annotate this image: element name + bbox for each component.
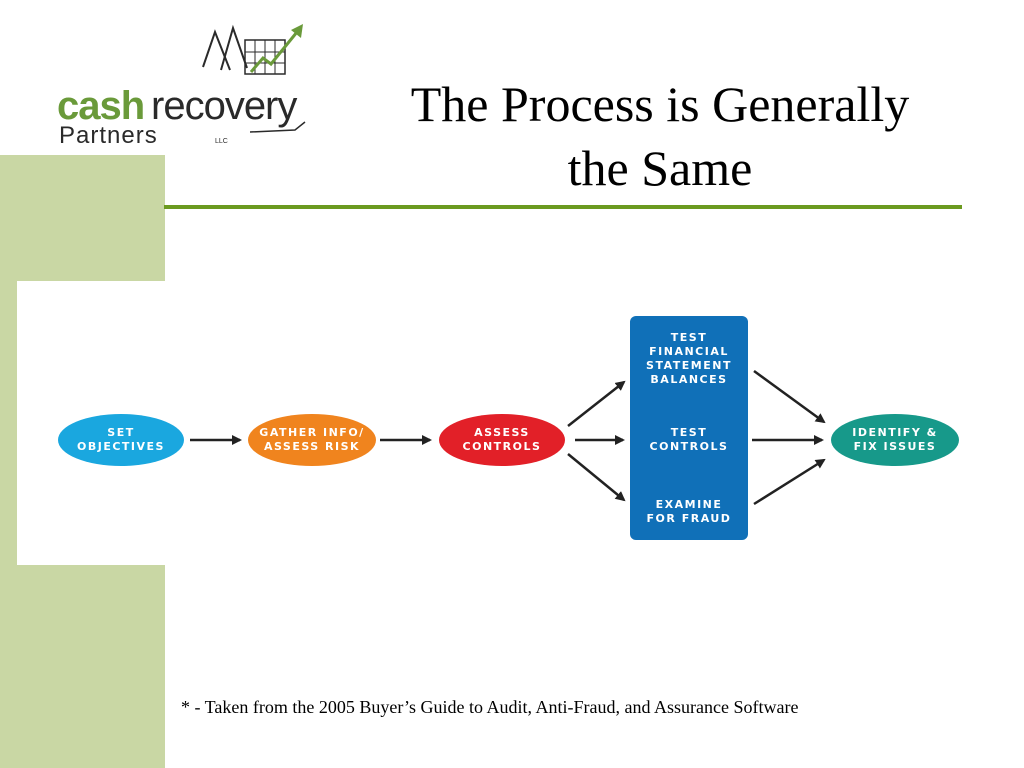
node-set-objectives-label-2: OBJECTIVES [77, 440, 165, 453]
arrow-assess-to-fraud [567, 453, 626, 502]
node-identify-fix-label-2: FIX ISSUES [854, 440, 937, 453]
node-identify-fix [831, 414, 959, 466]
node-identify-fix-label-1: IDENTIFY & [852, 426, 937, 439]
logo-word-recovery: recovery [151, 84, 297, 128]
node-set-objectives-label-1: SET [107, 426, 134, 439]
testing-item-3-line-2: FOR FRAUD [647, 512, 732, 525]
arrow-balances-to-identify [753, 369, 826, 424]
node-assess-controls-label-2: CONTROLS [463, 440, 542, 453]
logo-word-llc: LLC [215, 138, 228, 145]
title-rule [164, 205, 962, 209]
testing-item-1-line-4: BALANCES [650, 373, 727, 386]
node-set-objectives [58, 414, 184, 466]
logo-chart-icon [202, 24, 306, 133]
title-line-2: the Same [567, 140, 753, 196]
node-gather-info [248, 414, 376, 466]
testing-item-2-line-1: TEST [671, 426, 707, 439]
logo-word-partners: Partners [59, 122, 158, 149]
source-footnote: * - Taken from the 2005 Buyer’s Guide to… [181, 697, 799, 717]
testing-box [630, 316, 748, 540]
node-gather-info-label-1: GATHER INFO/ [259, 426, 364, 439]
title-line-1: The Process is Generally [410, 76, 910, 132]
testing-item-2-line-2: CONTROLS [650, 440, 729, 453]
testing-item-3-line-1: EXAMINE [656, 498, 723, 511]
company-logo: cash recovery Partners LLC [55, 12, 325, 152]
arrow-fraud-to-identify [753, 458, 826, 506]
slide-title: The Process is Generally the Same [330, 72, 990, 200]
testing-item-1-line-2: FINANCIAL [649, 345, 729, 358]
node-gather-info-label-2: ASSESS RISK [264, 440, 360, 453]
logo-background [0, 0, 165, 155]
node-assess-controls-label-1: ASSESS [474, 426, 530, 439]
logo-word-cash: cash [57, 84, 145, 128]
arrow-assess-to-balances [567, 380, 626, 427]
node-assess-controls [439, 414, 565, 466]
testing-item-1-line-3: STATEMENT [646, 359, 732, 372]
testing-item-1-line-1: TEST [671, 331, 707, 344]
